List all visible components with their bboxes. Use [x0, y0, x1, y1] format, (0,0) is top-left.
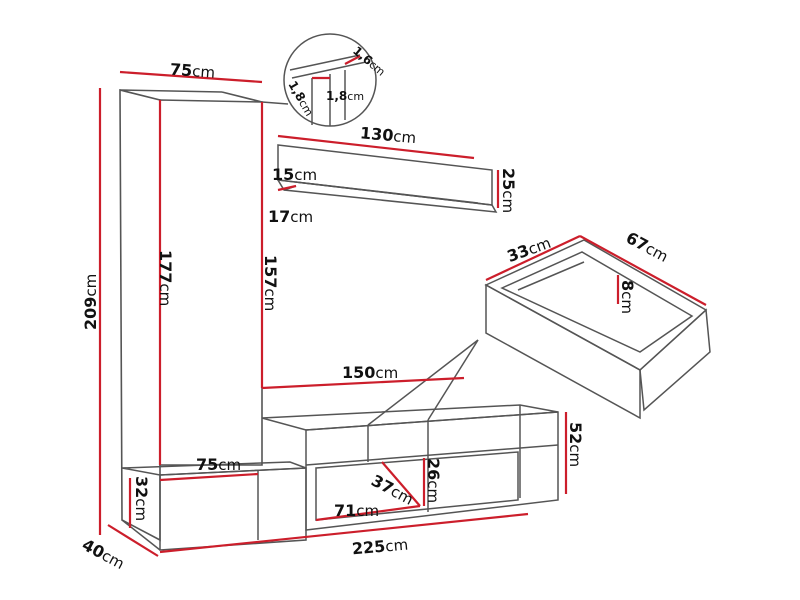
- bench-drawing: [261, 339, 559, 531]
- dim-drawer-depth: [485, 235, 581, 281]
- label-detail-thickness-1: 1,6cm: [350, 44, 388, 79]
- wardrobe-side-panel: [119, 88, 161, 542]
- dim-total-depth: [107, 524, 159, 557]
- dim-detail-thickness-2: [344, 55, 361, 65]
- label-compartment-height: 26cm: [424, 458, 443, 503]
- detail-magnifier: [261, 33, 377, 127]
- lower-shelf-front: [159, 467, 307, 551]
- dimension-lines: [98, 55, 707, 557]
- wall-shelf-drawing: [276, 144, 498, 213]
- dimension-labels: 75cm 209cm 177cm 157cm 130cm 15cm 17cm 2…: [79, 44, 672, 573]
- detail-panel-top: [289, 54, 361, 71]
- label-drawer-height: 8cm: [618, 280, 637, 314]
- wardrobe-top-edge: [119, 89, 223, 93]
- label-wardrobe-side-height: 157cm: [261, 255, 280, 311]
- dim-bench-width: [261, 376, 465, 390]
- dim-wardrobe-width: [119, 70, 263, 84]
- bench-callout-2: [427, 339, 479, 421]
- dim-shelf-width: [277, 134, 475, 160]
- detail-panel-mid: [291, 61, 367, 79]
- dim-compartment-width: [315, 504, 421, 522]
- label-shelf-depth-1: 15cm: [272, 165, 317, 184]
- bench-top: [261, 404, 559, 431]
- label-total-depth: 40cm: [79, 535, 128, 573]
- lower-shelf-base: [121, 519, 161, 551]
- label-compartment-width: 71cm: [334, 501, 379, 520]
- label-shelf-depth-2: 17cm: [268, 207, 313, 226]
- dim-drawer-width: [579, 235, 707, 306]
- drawer-inner-edge: [517, 261, 585, 291]
- dim-shelf-depth: [277, 184, 297, 192]
- bench-divider-2: [305, 444, 559, 466]
- lower-shelf-drawing: [121, 461, 307, 551]
- dim-lower-shelf-width: [159, 472, 259, 482]
- label-shelf-width: 130cm: [359, 123, 417, 147]
- label-bench-height: 52cm: [566, 422, 585, 467]
- bench-callout-1: [367, 339, 479, 426]
- label-wardrobe-width: 75cm: [169, 60, 215, 82]
- label-wardrobe-inner-height: 177cm: [156, 250, 175, 306]
- bench-compartment: [315, 451, 519, 521]
- label-lower-shelf-width: 75cm: [196, 455, 241, 474]
- drawer-right-side: [639, 308, 711, 412]
- dim-total-width: [159, 512, 529, 554]
- drawer-drawing: [484, 239, 711, 420]
- label-lower-shelf-height: 32cm: [132, 476, 151, 521]
- dim-compartment-depth: [381, 461, 421, 507]
- shelf-inner-line: [295, 181, 479, 204]
- detail-pointer-line: [261, 101, 289, 105]
- label-total-width: 225cm: [351, 535, 409, 559]
- label-detail-thickness-3: 1,8cm: [326, 89, 364, 103]
- wardrobe-top-edge-right: [221, 91, 263, 103]
- drawer-front: [485, 283, 641, 420]
- label-bench-width: 150cm: [342, 363, 398, 382]
- label-wardrobe-total-height: 209cm: [81, 274, 100, 330]
- label-drawer-width: 67cm: [623, 228, 672, 266]
- label-shelf-height: 25cm: [499, 168, 518, 213]
- drawer-inner-outline: [500, 251, 694, 353]
